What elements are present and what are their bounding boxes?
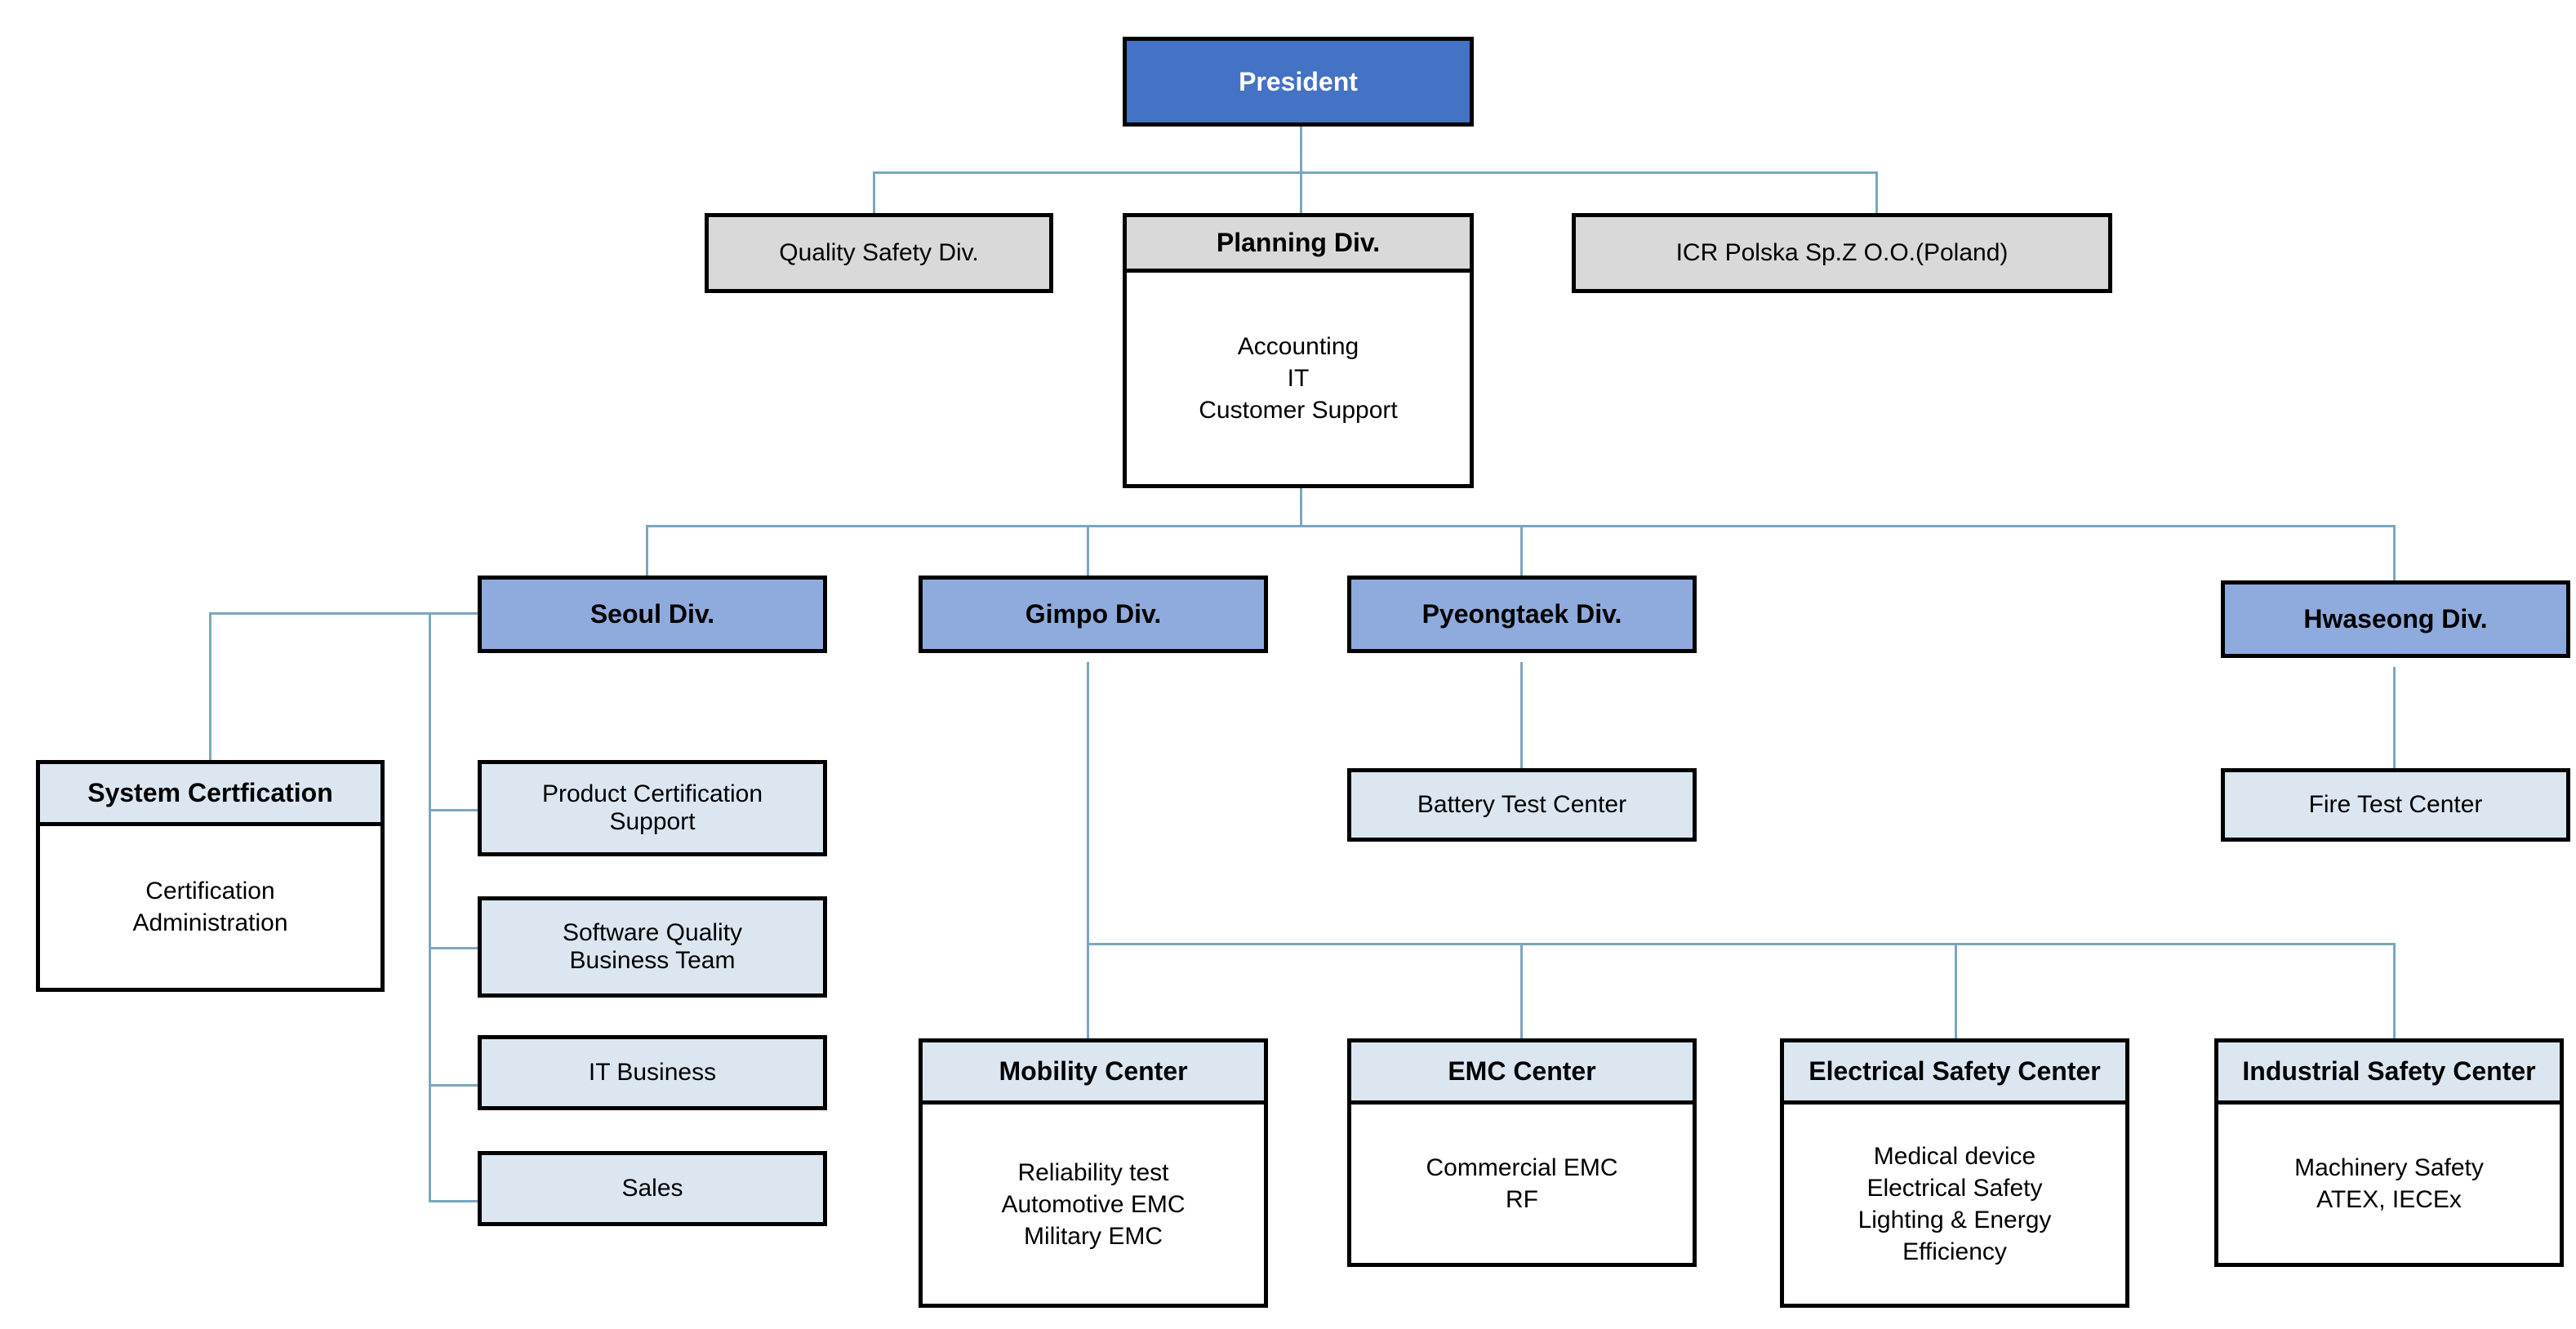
connector-drop-planning [1300, 171, 1302, 214]
connector-drop-electrical-safety [1955, 943, 1957, 1038]
connector-drop-emc [1520, 943, 1523, 1038]
node-software-quality-business-team-label: Software Quality Business Team [482, 900, 823, 993]
connector-president-stem [1300, 124, 1302, 173]
node-president-label: President [1127, 41, 1470, 122]
connector-system-cert-drop [209, 612, 211, 760]
node-planning-div[interactable]: Planning Div. Accounting IT Customer Sup… [1123, 213, 1474, 488]
node-hwaseong-div[interactable]: Hwaseong Div. [2221, 580, 2570, 658]
node-mobility-center[interactable]: Mobility Center Reliability test Automot… [919, 1038, 1268, 1308]
node-electrical-safety-center[interactable]: Electrical Safety Center Medical device … [1780, 1038, 2129, 1308]
node-gimpo-div-label: Gimpo Div. [923, 580, 1264, 649]
node-icr-polska[interactable]: ICR Polska Sp.Z O.O.(Poland) [1572, 213, 2112, 293]
connector-pyeongtaek-battery [1520, 662, 1523, 768]
node-icr-polska-label: ICR Polska Sp.Z O.O.(Poland) [1576, 217, 2108, 289]
node-industrial-safety-center-body: Machinery Safety ATEX, IECEx [2218, 1105, 2560, 1263]
connector-planning-stem [1300, 486, 1302, 527]
connector-center-bus [1087, 943, 2396, 945]
node-electrical-safety-center-body: Medical device Electrical Safety Lightin… [1784, 1105, 2125, 1304]
node-quality-safety-div-label: Quality Safety Div. [709, 217, 1049, 289]
node-sales[interactable]: Sales [478, 1151, 827, 1226]
connector-drop-icr-polska [1875, 171, 1878, 214]
node-it-business-label: IT Business [482, 1039, 823, 1106]
node-fire-test-center[interactable]: Fire Test Center [2221, 768, 2570, 842]
connector-drop-hwaseong [2393, 525, 2396, 580]
connector-drop-quality-safety [873, 171, 875, 214]
node-product-certification-support[interactable]: Product Certification Support [478, 760, 827, 856]
connector-gimpo-spine [1087, 662, 1089, 945]
node-system-certfication-label: System Certfication [40, 764, 380, 826]
node-it-business[interactable]: IT Business [478, 1035, 827, 1110]
connector-drop-industrial-safety [2393, 943, 2396, 1038]
connector-drop-seoul [646, 525, 648, 576]
node-product-certification-support-label: Product Certification Support [482, 764, 823, 852]
node-mobility-center-label: Mobility Center [923, 1042, 1264, 1105]
node-hwaseong-div-label: Hwaseong Div. [2225, 584, 2566, 654]
node-industrial-safety-center[interactable]: Industrial Safety Center Machinery Safet… [2214, 1038, 2564, 1267]
node-president[interactable]: President [1123, 37, 1474, 127]
connector-president-bus [873, 171, 1878, 174]
node-gimpo-div[interactable]: Gimpo Div. [919, 576, 1268, 653]
node-emc-center-label: EMC Center [1351, 1042, 1693, 1105]
connector-stub-product-cert [429, 809, 478, 811]
node-fire-test-center-label: Fire Test Center [2225, 772, 2566, 838]
node-electrical-safety-center-label: Electrical Safety Center [1784, 1042, 2125, 1105]
node-planning-div-label: Planning Div. [1127, 217, 1470, 273]
connector-drop-pyeongtaek [1520, 525, 1523, 576]
connector-stub-it-business [429, 1084, 478, 1087]
connector-seoul-spine [429, 612, 431, 1201]
node-pyeongtaek-div[interactable]: Pyeongtaek Div. [1347, 576, 1697, 653]
node-battery-test-center[interactable]: Battery Test Center [1347, 768, 1697, 842]
connector-hwaseong-fire [2393, 667, 2396, 768]
node-seoul-div[interactable]: Seoul Div. [478, 576, 827, 653]
node-quality-safety-div[interactable]: Quality Safety Div. [705, 213, 1053, 293]
node-emc-center[interactable]: EMC Center Commercial EMC RF [1347, 1038, 1697, 1267]
node-software-quality-business-team[interactable]: Software Quality Business Team [478, 896, 827, 998]
connector-system-cert-branch [209, 612, 431, 615]
connector-stub-software-quality [429, 947, 478, 949]
node-battery-test-center-label: Battery Test Center [1351, 772, 1693, 838]
connector-stub-sales [429, 1200, 478, 1202]
node-sales-label: Sales [482, 1155, 823, 1222]
node-pyeongtaek-div-label: Pyeongtaek Div. [1351, 580, 1693, 649]
node-emc-center-body: Commercial EMC RF [1351, 1105, 1693, 1263]
connector-drop-mobility [1087, 943, 1089, 1038]
node-industrial-safety-center-label: Industrial Safety Center [2218, 1042, 2560, 1105]
node-mobility-center-body: Reliability test Automotive EMC Military… [923, 1105, 1264, 1304]
node-system-certfication[interactable]: System Certfication Certification Admini… [36, 760, 385, 992]
connector-drop-gimpo [1087, 525, 1089, 576]
node-seoul-div-label: Seoul Div. [482, 580, 823, 649]
connector-seoul-spine-top [429, 612, 478, 615]
node-planning-div-body: Accounting IT Customer Support [1127, 273, 1470, 484]
node-system-certfication-body: Certification Administration [40, 826, 380, 988]
